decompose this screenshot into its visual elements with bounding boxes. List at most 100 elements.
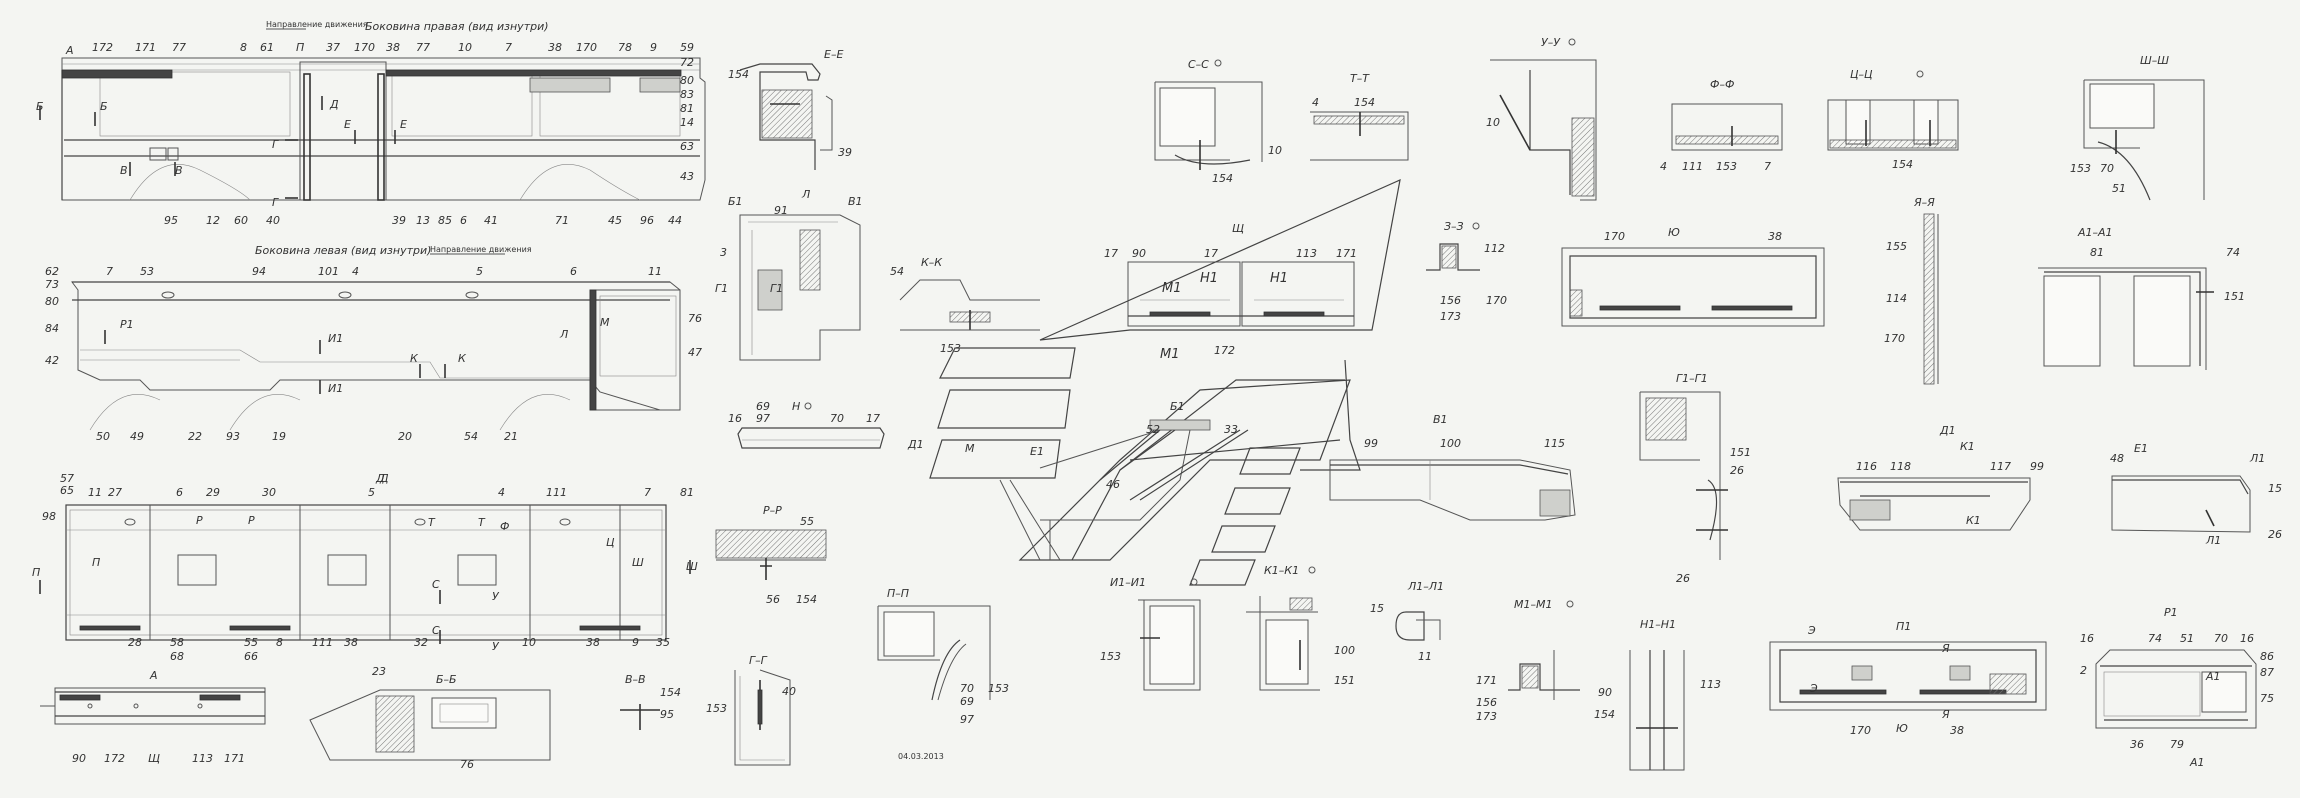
section-n1n1-detail: Н1–Н1 90 154 113 [1594, 618, 1721, 771]
label: 19 [272, 430, 286, 443]
label: 90 [1598, 686, 1612, 699]
label: 57 [60, 472, 74, 485]
label: 21 [504, 430, 518, 443]
label: 173 [1440, 310, 1461, 323]
label: 170 [1486, 294, 1507, 307]
label: 99 [1364, 437, 1378, 450]
label: Л1 [2205, 534, 2221, 547]
label: 17 [1204, 247, 1218, 260]
section-title-h: Н [792, 400, 800, 413]
label: Б1 [1170, 400, 1185, 413]
label: 6 [176, 486, 183, 499]
label: 47 [688, 346, 702, 359]
section-kk-detail: К–К 54 153 [890, 256, 1040, 355]
label: 35 [656, 636, 670, 649]
label: Е [400, 118, 407, 131]
label: 113 [1700, 678, 1721, 691]
label: 5 [476, 265, 483, 278]
label: 44 [668, 214, 682, 227]
label: 156 [1440, 294, 1461, 307]
right-side-heading: Боковина правая (вид изнутри) [365, 20, 549, 33]
label: 154 [1354, 96, 1375, 109]
section-shsh-detail: Ш–Ш 153 70 51 [2070, 54, 2205, 201]
label: 76 [688, 312, 702, 325]
label: 9 [650, 41, 657, 54]
label: 113 [1296, 247, 1317, 260]
label: 170 [576, 41, 597, 54]
label: 172 [104, 752, 125, 765]
label: 84 [45, 322, 59, 335]
label: 58 [170, 636, 184, 649]
label: 171 [1476, 674, 1497, 687]
label: 4 [1660, 160, 1667, 173]
label: 11 [1418, 650, 1432, 663]
label: 13 [416, 214, 430, 227]
label: 74 [2148, 632, 2162, 645]
section-ss-detail: С–С 10 154 [1154, 58, 1282, 185]
drawing-date: 04.03.2013 [898, 752, 944, 761]
label: Т [478, 516, 486, 529]
label: Ю [1896, 722, 1908, 735]
label: 113 [192, 752, 213, 765]
label: К1 [1966, 514, 1981, 527]
label: 7 [1764, 160, 1771, 173]
label: 156 [1476, 696, 1497, 709]
section-title-a1a1: А1–А1 [2077, 226, 2113, 239]
label: 45 [608, 214, 622, 227]
section-ff-detail: Ф–Ф 4 111 153 7 [1660, 78, 1783, 173]
label: М1 [1162, 281, 1182, 296]
label: 38 [548, 41, 562, 54]
section-ee-detail: Е–Е 154 39 [728, 48, 852, 170]
section-title-ss: С–С [1188, 58, 1209, 71]
section-title-l1l1: Л1–Л1 [1407, 580, 1444, 593]
label: Р [248, 514, 255, 527]
label: 8 [240, 41, 247, 54]
label: 37 [326, 41, 340, 54]
label: 70 [2100, 162, 2114, 175]
label: 98 [42, 510, 56, 523]
section-g1g1-detail: Г1–Г1 151 26 26 [1639, 372, 1751, 585]
label: 51 [2112, 182, 2126, 195]
label: 10 [458, 41, 472, 54]
label: 100 [1440, 437, 1461, 450]
label: 62 [45, 265, 59, 278]
section-title-m1m1: М1–М1 [1514, 598, 1552, 611]
label: Е [344, 118, 351, 131]
section-yaya-detail: Я–Я 155 114 170 [1884, 196, 1939, 385]
roof-labels: 57 65 11 27 6 29 30 5 4 111 7 81 98 П П … [32, 472, 698, 663]
label: 9 [632, 636, 639, 649]
section-l-detail: Л 91 Б1 В1 3 Г1 Г1 [715, 188, 863, 361]
label: К [410, 352, 419, 365]
section-title-a: А [149, 669, 158, 682]
label: 17 [866, 412, 880, 425]
label: А [65, 44, 74, 57]
label: 6 [460, 214, 467, 227]
r1-labels: 16 74 51 70 16 86 87 2 А1 75 36 79 А1 [2080, 632, 2274, 769]
label: 36 [2130, 738, 2144, 751]
label: 5 [368, 486, 375, 499]
label: 61 [260, 41, 274, 54]
section-k1k1-detail: К1–К1 100 151 [1246, 564, 1355, 691]
label: 51 [2180, 632, 2194, 645]
label: Д [379, 472, 389, 485]
label: 60 [234, 214, 248, 227]
section-h-detail: Н 69 97 16 70 17 [728, 400, 885, 449]
label: 10 [1268, 144, 1282, 157]
label: 38 [1768, 230, 1782, 243]
label: 26 [1730, 464, 1744, 477]
label: 70 [830, 412, 844, 425]
label: Ш [632, 556, 644, 569]
label: 11 [88, 486, 102, 499]
label: 11 [648, 265, 662, 278]
right-side-top-labels: А 172 171 77 8 61 П 37 170 38 77 10 7 38… [36, 41, 694, 227]
label: 23 [372, 665, 386, 678]
section-vv-detail: В–В 154 95 [620, 673, 681, 730]
section-title-yu: Ю [1668, 226, 1680, 239]
label: 81 [680, 102, 694, 115]
label: 90 [1132, 247, 1146, 260]
label: П [32, 566, 40, 579]
section-title-l: Л [801, 188, 810, 201]
label: А1 [2205, 670, 2221, 683]
label: Д [329, 98, 339, 111]
